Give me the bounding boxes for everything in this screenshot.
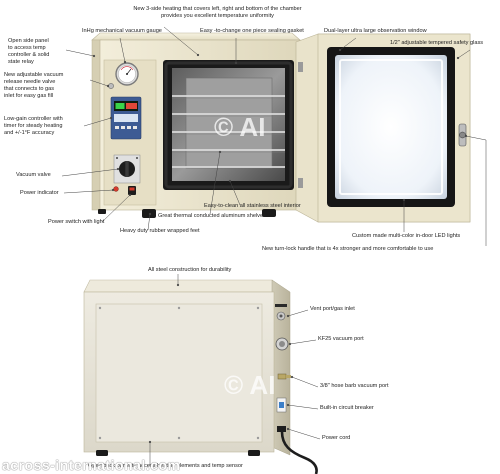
vacuum-valve <box>113 154 141 184</box>
hose-barb-icon <box>277 373 291 380</box>
turn-lock-handle-icon <box>458 123 467 147</box>
callout-vacuum-valve: Vacuum valve <box>16 172 51 178</box>
callout-side-panel: Open side panel to access temp controlle… <box>8 38 50 65</box>
vacuum-gauge <box>115 62 139 86</box>
callout-side-heating: New 3-side heating that covers left, rig… <box>133 6 302 19</box>
power-indicator-icon <box>113 186 119 192</box>
callout-breaker: Built-in circuit breaker <box>320 405 374 411</box>
rear-cabinet-top <box>83 279 289 293</box>
callout-hose-barb: 3/8" hose barb vacuum port <box>320 383 389 389</box>
callout-steel-construction: All steel construction for durability <box>148 267 232 273</box>
callout-vent-port: Vent port/gas inlet <box>310 306 355 312</box>
led-lit-glass <box>335 55 447 199</box>
callout-back-panel: Open back panel to access heating elemen… <box>88 463 243 469</box>
front-oven <box>91 32 471 223</box>
rear-watermark: © AI <box>224 370 276 400</box>
callout-power-switch: Power switch with light <box>48 219 105 225</box>
callout-safety-glass: 1/2" adjustable tempered safety glass <box>390 40 484 46</box>
callout-led-lights: Custom made multi-color in-door LED ligh… <box>352 233 461 239</box>
callout-vacuum-gauge: InHg mechanical vacuum gauge <box>82 28 162 34</box>
callout-controller: Low-gain controller with timer for stead… <box>4 116 63 136</box>
rear-oven <box>83 279 318 474</box>
callout-observation-window: Dual-layer ultra large observation windo… <box>324 28 427 34</box>
open-door <box>295 33 471 223</box>
front-watermark: © AI <box>214 112 266 142</box>
kf25-port-icon <box>275 337 289 351</box>
sealing-gasket <box>164 61 293 189</box>
callout-shelves: Great thermal conducted aluminum shelves <box>158 213 266 219</box>
power-cord-icon <box>277 426 318 474</box>
callout-power-cord: Power cord <box>322 435 351 441</box>
circuit-breaker-icon <box>276 397 287 413</box>
rubber-foot <box>262 209 276 217</box>
callout-kf25-port: KF25 vacuum port <box>318 336 364 342</box>
callout-sealing-gasket: Easy -to-change one piece sealing gasket <box>200 28 304 34</box>
callout-interior: Easy-to-clean all stainless steel interi… <box>204 203 301 209</box>
aluminum-shelves <box>172 95 285 168</box>
callout-turn-lock: New turn-lock handle that is 4x stronger… <box>262 246 434 252</box>
callout-power-indicator: Power indicator <box>20 190 59 196</box>
vent-port-icon <box>275 304 287 321</box>
brand-url: across-international.com <box>2 457 181 473</box>
callout-needle-valve: New adjustable vacuum release needle val… <box>4 72 64 99</box>
temperature-controller <box>110 96 142 140</box>
back-access-panel <box>95 303 263 443</box>
leader-lines <box>61 26 487 466</box>
callout-feet: Heavy duty rubber wrapped feet <box>120 228 200 234</box>
needle-valve-icon <box>108 83 114 89</box>
